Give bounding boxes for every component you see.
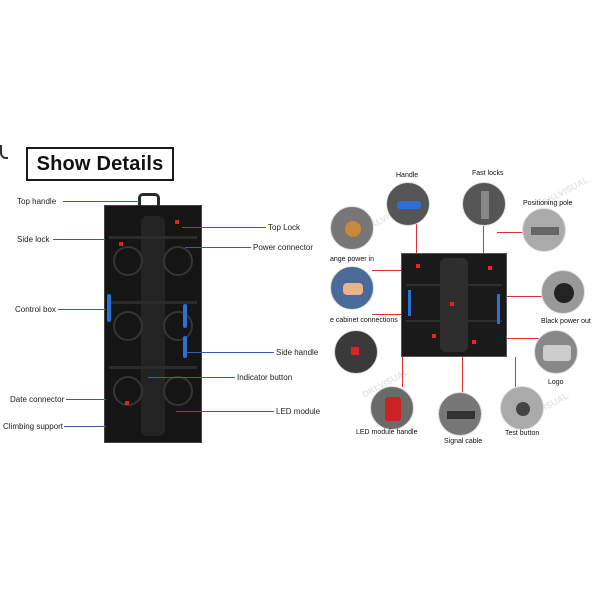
detail-circle-cabinet-connections <box>330 266 374 310</box>
label-logo: Logo <box>548 379 564 386</box>
callout-line <box>507 296 543 297</box>
label-top-handle: Top handle <box>17 197 57 206</box>
cabinet-module-circle <box>163 376 193 406</box>
label-led-module-handle: LED module handle <box>356 429 418 436</box>
blue-side-handle <box>183 304 187 328</box>
top-handle-shape <box>138 193 160 206</box>
leader-line <box>53 239 105 240</box>
detail-circle-fast-locks <box>462 182 506 226</box>
blue-handle <box>497 294 500 324</box>
red-marker <box>432 334 436 338</box>
label-power-in: ange power in <box>330 256 374 263</box>
cabinet-module-circle <box>113 376 143 406</box>
corner-mark <box>0 145 8 159</box>
detail-circle-power-in <box>330 206 374 250</box>
label-cabinet-connections: e cabinet connections <box>330 317 398 324</box>
callout-line <box>402 357 403 387</box>
label-fast-locks: Fast locks <box>472 170 504 177</box>
label-handle: Handle <box>396 172 419 179</box>
callout-line <box>497 232 531 233</box>
leader-line <box>148 377 235 378</box>
label-control-box: Control box <box>15 305 56 314</box>
blue-handle <box>408 290 411 316</box>
red-marker <box>175 220 179 224</box>
label-indicator-button: Indicator button <box>237 373 293 382</box>
label-date-connector: Date connector <box>10 395 65 404</box>
label-positioning-pole: Positioning pole <box>523 200 573 207</box>
label-signal-cable: Signal cable <box>444 438 483 445</box>
label-black-power-out: Black power out <box>541 318 591 325</box>
red-marker <box>472 340 476 344</box>
leader-line <box>64 426 106 427</box>
detail-circle-led-module-handle <box>370 386 414 430</box>
label-top-lock: Top Lock <box>268 223 301 232</box>
label-test-button: Test button <box>505 430 540 437</box>
leader-line <box>182 227 266 228</box>
leader-line <box>186 352 274 353</box>
cabinet-back-image <box>401 253 507 357</box>
callout-line <box>372 314 402 315</box>
red-marker <box>450 302 454 306</box>
cabinet-rib <box>109 301 197 304</box>
cabinet-module-circle <box>163 311 193 341</box>
detail-circle-signal-cable <box>438 392 482 436</box>
cabinet-rib <box>109 236 197 239</box>
label-side-lock: Side lock <box>17 235 50 244</box>
led-cabinet-image <box>104 193 202 443</box>
cabinet-spine <box>141 216 165 436</box>
page-title: Show Details <box>36 152 164 175</box>
red-marker <box>488 266 492 270</box>
detail-circle-black-power-out <box>541 270 585 314</box>
label-side-handle: Side handle <box>276 348 319 357</box>
red-marker <box>119 242 123 246</box>
detail-circle-positioning-pole <box>522 208 566 252</box>
detail-circle-connector <box>334 330 378 374</box>
detail-circle-handle <box>386 182 430 226</box>
red-marker <box>416 264 420 268</box>
label-led-module: LED module <box>276 407 321 416</box>
detail-circle-logo <box>534 330 578 374</box>
leader-line <box>185 247 251 248</box>
callout-line <box>462 357 463 393</box>
leader-line <box>58 309 106 310</box>
cabinet-rib <box>109 366 197 369</box>
cabinet-module-circle <box>113 246 143 276</box>
callout-line <box>515 357 516 387</box>
callout-line <box>507 338 541 339</box>
blue-side-handle <box>183 336 187 358</box>
callout-line <box>372 270 402 271</box>
red-marker <box>125 401 129 405</box>
cabinet-module-circle <box>113 311 143 341</box>
blue-side-handle <box>107 294 111 322</box>
leader-line <box>176 411 274 412</box>
label-power-connector: Power connector <box>253 243 314 252</box>
cabinet-module-circle <box>163 246 193 276</box>
leader-line <box>66 399 106 400</box>
leader-line <box>63 201 139 202</box>
title-box: Show Details <box>26 147 174 181</box>
label-climbing-support: Climbing support <box>3 422 64 431</box>
callout-line <box>483 224 484 256</box>
panel-spine <box>440 258 468 352</box>
callout-line <box>416 224 417 256</box>
detail-circle-test-button <box>500 386 544 430</box>
